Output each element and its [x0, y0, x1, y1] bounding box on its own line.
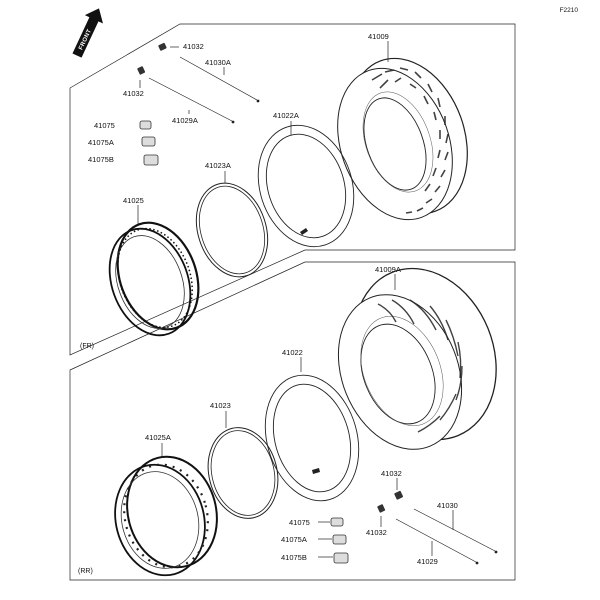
front-nipple-1: [158, 42, 167, 51]
label-nipple-front-2: 41032: [123, 89, 144, 98]
rear-nipple-1: [394, 490, 403, 500]
label-spoke-a-front: 41030A: [205, 58, 231, 67]
front-tire: [337, 57, 468, 221]
label-spoke-a-rear: 41030: [437, 501, 458, 510]
label-nipple-rear-1: 41032: [381, 469, 402, 478]
label-band-front: 41023A: [205, 161, 231, 170]
label-spoke-b-front: 41029A: [172, 116, 198, 125]
label-tire-rear: 41009A: [375, 265, 401, 274]
front-arrow-icon: FRONT: [72, 8, 103, 58]
front-nipple-2: [137, 66, 146, 75]
rear-panel-outline: [69, 261, 516, 581]
rear-balance-weights: [330, 517, 349, 564]
front-spoke-b: [148, 77, 233, 122]
section-label-rear: (RR): [78, 568, 93, 575]
rear-rim: [114, 455, 218, 577]
label-band-rear: 41023: [210, 401, 231, 410]
front-rim-band: [195, 182, 269, 278]
rear-tube: [264, 374, 360, 502]
label-tire-front: 41009: [368, 32, 389, 41]
label-rim-rear: 41025A: [145, 433, 171, 442]
label-weight-rear-2: 41075A: [281, 535, 307, 544]
front-rim: [108, 221, 200, 337]
rear-spoke-b: [395, 518, 477, 563]
rear-spoke-a: [413, 508, 496, 552]
label-tube-front: 41022A: [273, 111, 299, 120]
front-tube: [257, 124, 355, 248]
label-weight-rear-1: 41075: [289, 518, 310, 527]
label-nipple-rear-2: 41032: [366, 528, 387, 537]
label-spoke-b-rear: 41029: [417, 557, 438, 566]
section-label-front: (FR): [80, 343, 94, 350]
front-spoke-a: [179, 56, 258, 101]
label-weight-front-3: 41075B: [88, 155, 114, 164]
rear-leader-lines: [161, 274, 454, 558]
label-weight-front-1: 41075: [94, 121, 115, 130]
front-panel-outline: [69, 23, 516, 356]
label-rim-front: 41025: [123, 196, 144, 205]
figure-code: F2210: [560, 7, 579, 14]
label-nipple-front-1: 41032: [183, 42, 204, 51]
label-weight-front-2: 41075A: [88, 138, 114, 147]
label-weight-rear-3: 41075B: [281, 553, 307, 562]
rear-nipple-2: [377, 504, 386, 513]
rear-tire: [337, 267, 497, 450]
front-balance-weights: [139, 120, 159, 166]
rear-rim-band: [207, 427, 279, 519]
label-tube-rear: 41022: [282, 348, 303, 357]
front-leader-lines: [137, 41, 389, 226]
